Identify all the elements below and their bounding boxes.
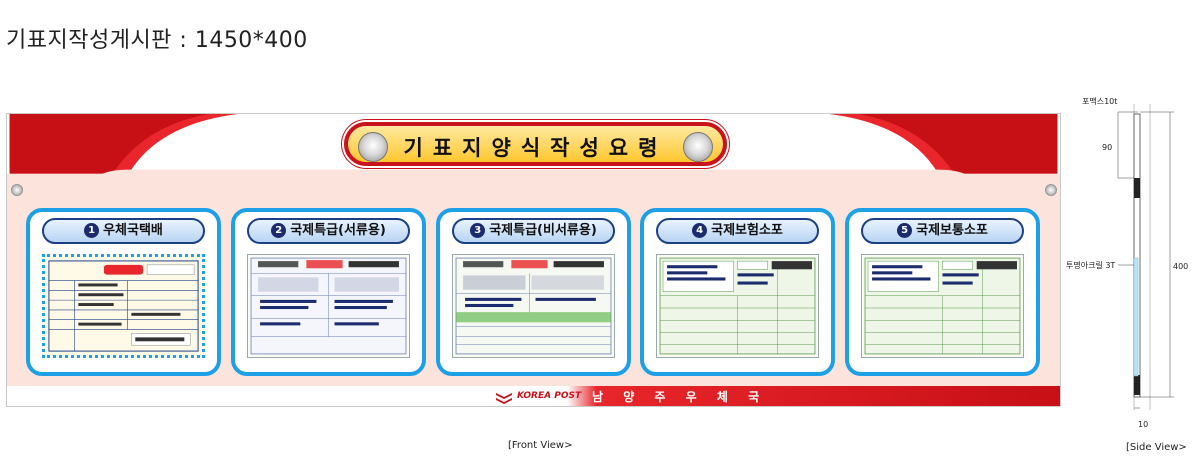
screw-icon	[1045, 184, 1057, 196]
card-number: 5	[897, 223, 913, 238]
form-image	[42, 254, 205, 358]
card-number: 3	[470, 223, 486, 238]
card-label: 국제보험소포	[711, 223, 783, 238]
form-image	[247, 254, 410, 358]
card-label: 국제특급(비서류용)	[489, 223, 597, 238]
ornament-disc-icon	[683, 132, 713, 162]
page-title: 기표지작성게시판 : 1450*400	[6, 28, 308, 53]
side-dim-height: 400	[1173, 262, 1189, 271]
header-banner: 기표지양식작성요령	[344, 122, 727, 166]
side-view-drawing	[1117, 104, 1174, 410]
form-image	[861, 254, 1024, 358]
side-dim-top: 90	[1102, 143, 1113, 152]
header-title: 기표지양식작성요령	[403, 136, 668, 160]
screw-icon	[11, 184, 23, 196]
korea-post-icon	[496, 393, 512, 404]
board-background	[9, 114, 1058, 176]
side-top-material-label: 포맥스10t	[1082, 97, 1118, 106]
card-number: 4	[692, 223, 708, 238]
post-office-name: 남 양 주 우 체 국	[592, 390, 768, 404]
card-number: 1	[84, 223, 100, 238]
logo-text: KOREA POST	[517, 391, 582, 401]
side-dim-bottom: 10	[1138, 420, 1149, 429]
card-label: 국제특급(서류용)	[290, 223, 386, 238]
footer-red-stripe	[567, 386, 1060, 406]
side-view-diagram: 포맥스10t 90 투명아크릴 3T 400 10	[1066, 90, 1200, 430]
side-acrylic-label: 투명아크릴 3T	[1066, 261, 1116, 270]
side-view-caption: [Side View>	[1126, 442, 1187, 453]
card-label: 국제보통소포	[916, 223, 988, 238]
front-view-caption: [Front View>	[508, 440, 573, 451]
ornament-disc-icon	[358, 132, 388, 162]
card-label: 우체국택배	[103, 223, 163, 238]
form-image	[452, 254, 615, 358]
card-number: 2	[271, 223, 287, 238]
form-image	[656, 254, 819, 358]
